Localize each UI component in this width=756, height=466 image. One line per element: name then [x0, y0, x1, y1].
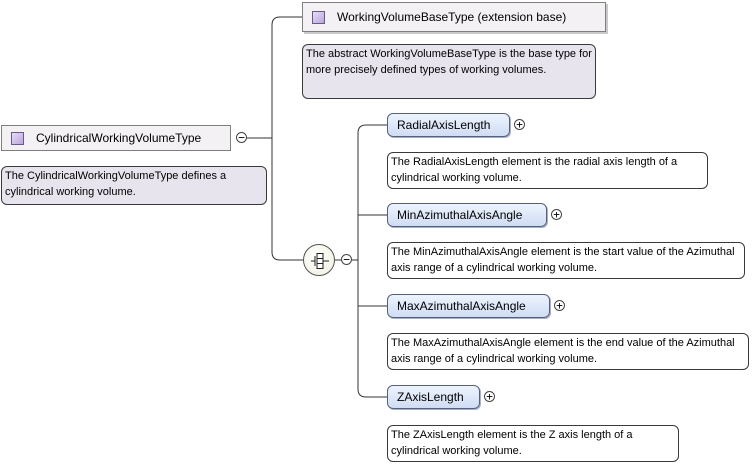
- element-name: MinAzimuthalAxisAngle: [397, 208, 523, 222]
- min-azimuthal-axis-angle-documentation: The MinAzimuthalAxisAngle element is the…: [387, 242, 745, 279]
- sequence-collapse-button[interactable]: −: [341, 254, 352, 265]
- root-collapse-button[interactable]: −: [236, 132, 247, 143]
- element-min-azimuthal-axis-angle[interactable]: MinAzimuthalAxisAngle: [387, 203, 547, 227]
- element-max-azimuthal-axis-angle[interactable]: MaxAzimuthalAxisAngle: [387, 294, 550, 318]
- sequence-compositor[interactable]: [303, 244, 335, 276]
- element-z-axis-length[interactable]: ZAxisLength: [387, 385, 480, 409]
- complex-type-icon: [312, 10, 325, 24]
- base-doc-text: The abstract WorkingVolumeBaseType is th…: [306, 48, 592, 76]
- max-azimuthal-axis-angle-documentation: The MaxAzimuthalAxisAngle element is the…: [387, 333, 749, 370]
- root-documentation: The CylindricalWorkingVolumeType defines…: [1, 166, 267, 205]
- expand-min-azimuthal-axis-angle[interactable]: +: [551, 209, 562, 220]
- element-doc-text: The MinAzimuthalAxisAngle element is the…: [391, 246, 735, 274]
- expand-z-axis-length[interactable]: +: [484, 391, 495, 402]
- element-name: MaxAzimuthalAxisAngle: [397, 299, 526, 313]
- radial-axis-length-documentation: The RadialAxisLength element is the radi…: [387, 152, 708, 189]
- sequence-compositor-icon: [311, 253, 329, 269]
- base-documentation: The abstract WorkingVolumeBaseType is th…: [302, 44, 596, 99]
- z-axis-length-documentation: The ZAxisLength element is the Z axis le…: [387, 425, 679, 462]
- element-name: RadialAxisLength: [397, 118, 491, 132]
- root-doc-text: The CylindricalWorkingVolumeType defines…: [5, 170, 227, 198]
- base-type-name: WorkingVolumeBaseType (extension base): [337, 10, 567, 24]
- complex-type-icon: [11, 131, 24, 145]
- element-doc-text: The MaxAzimuthalAxisAngle element is the…: [391, 337, 735, 365]
- element-doc-text: The RadialAxisLength element is the radi…: [391, 156, 678, 184]
- element-radial-axis-length[interactable]: RadialAxisLength: [387, 113, 510, 137]
- expand-max-azimuthal-axis-angle[interactable]: +: [554, 300, 565, 311]
- root-type-name: CylindricalWorkingVolumeType: [36, 131, 202, 145]
- expand-radial-axis-length[interactable]: +: [514, 119, 525, 130]
- element-doc-text: The ZAxisLength element is the Z axis le…: [391, 429, 633, 457]
- root-type-box[interactable]: CylindricalWorkingVolumeType: [1, 125, 231, 151]
- extension-base-box[interactable]: WorkingVolumeBaseType (extension base): [302, 2, 606, 32]
- element-name: ZAxisLength: [397, 390, 464, 404]
